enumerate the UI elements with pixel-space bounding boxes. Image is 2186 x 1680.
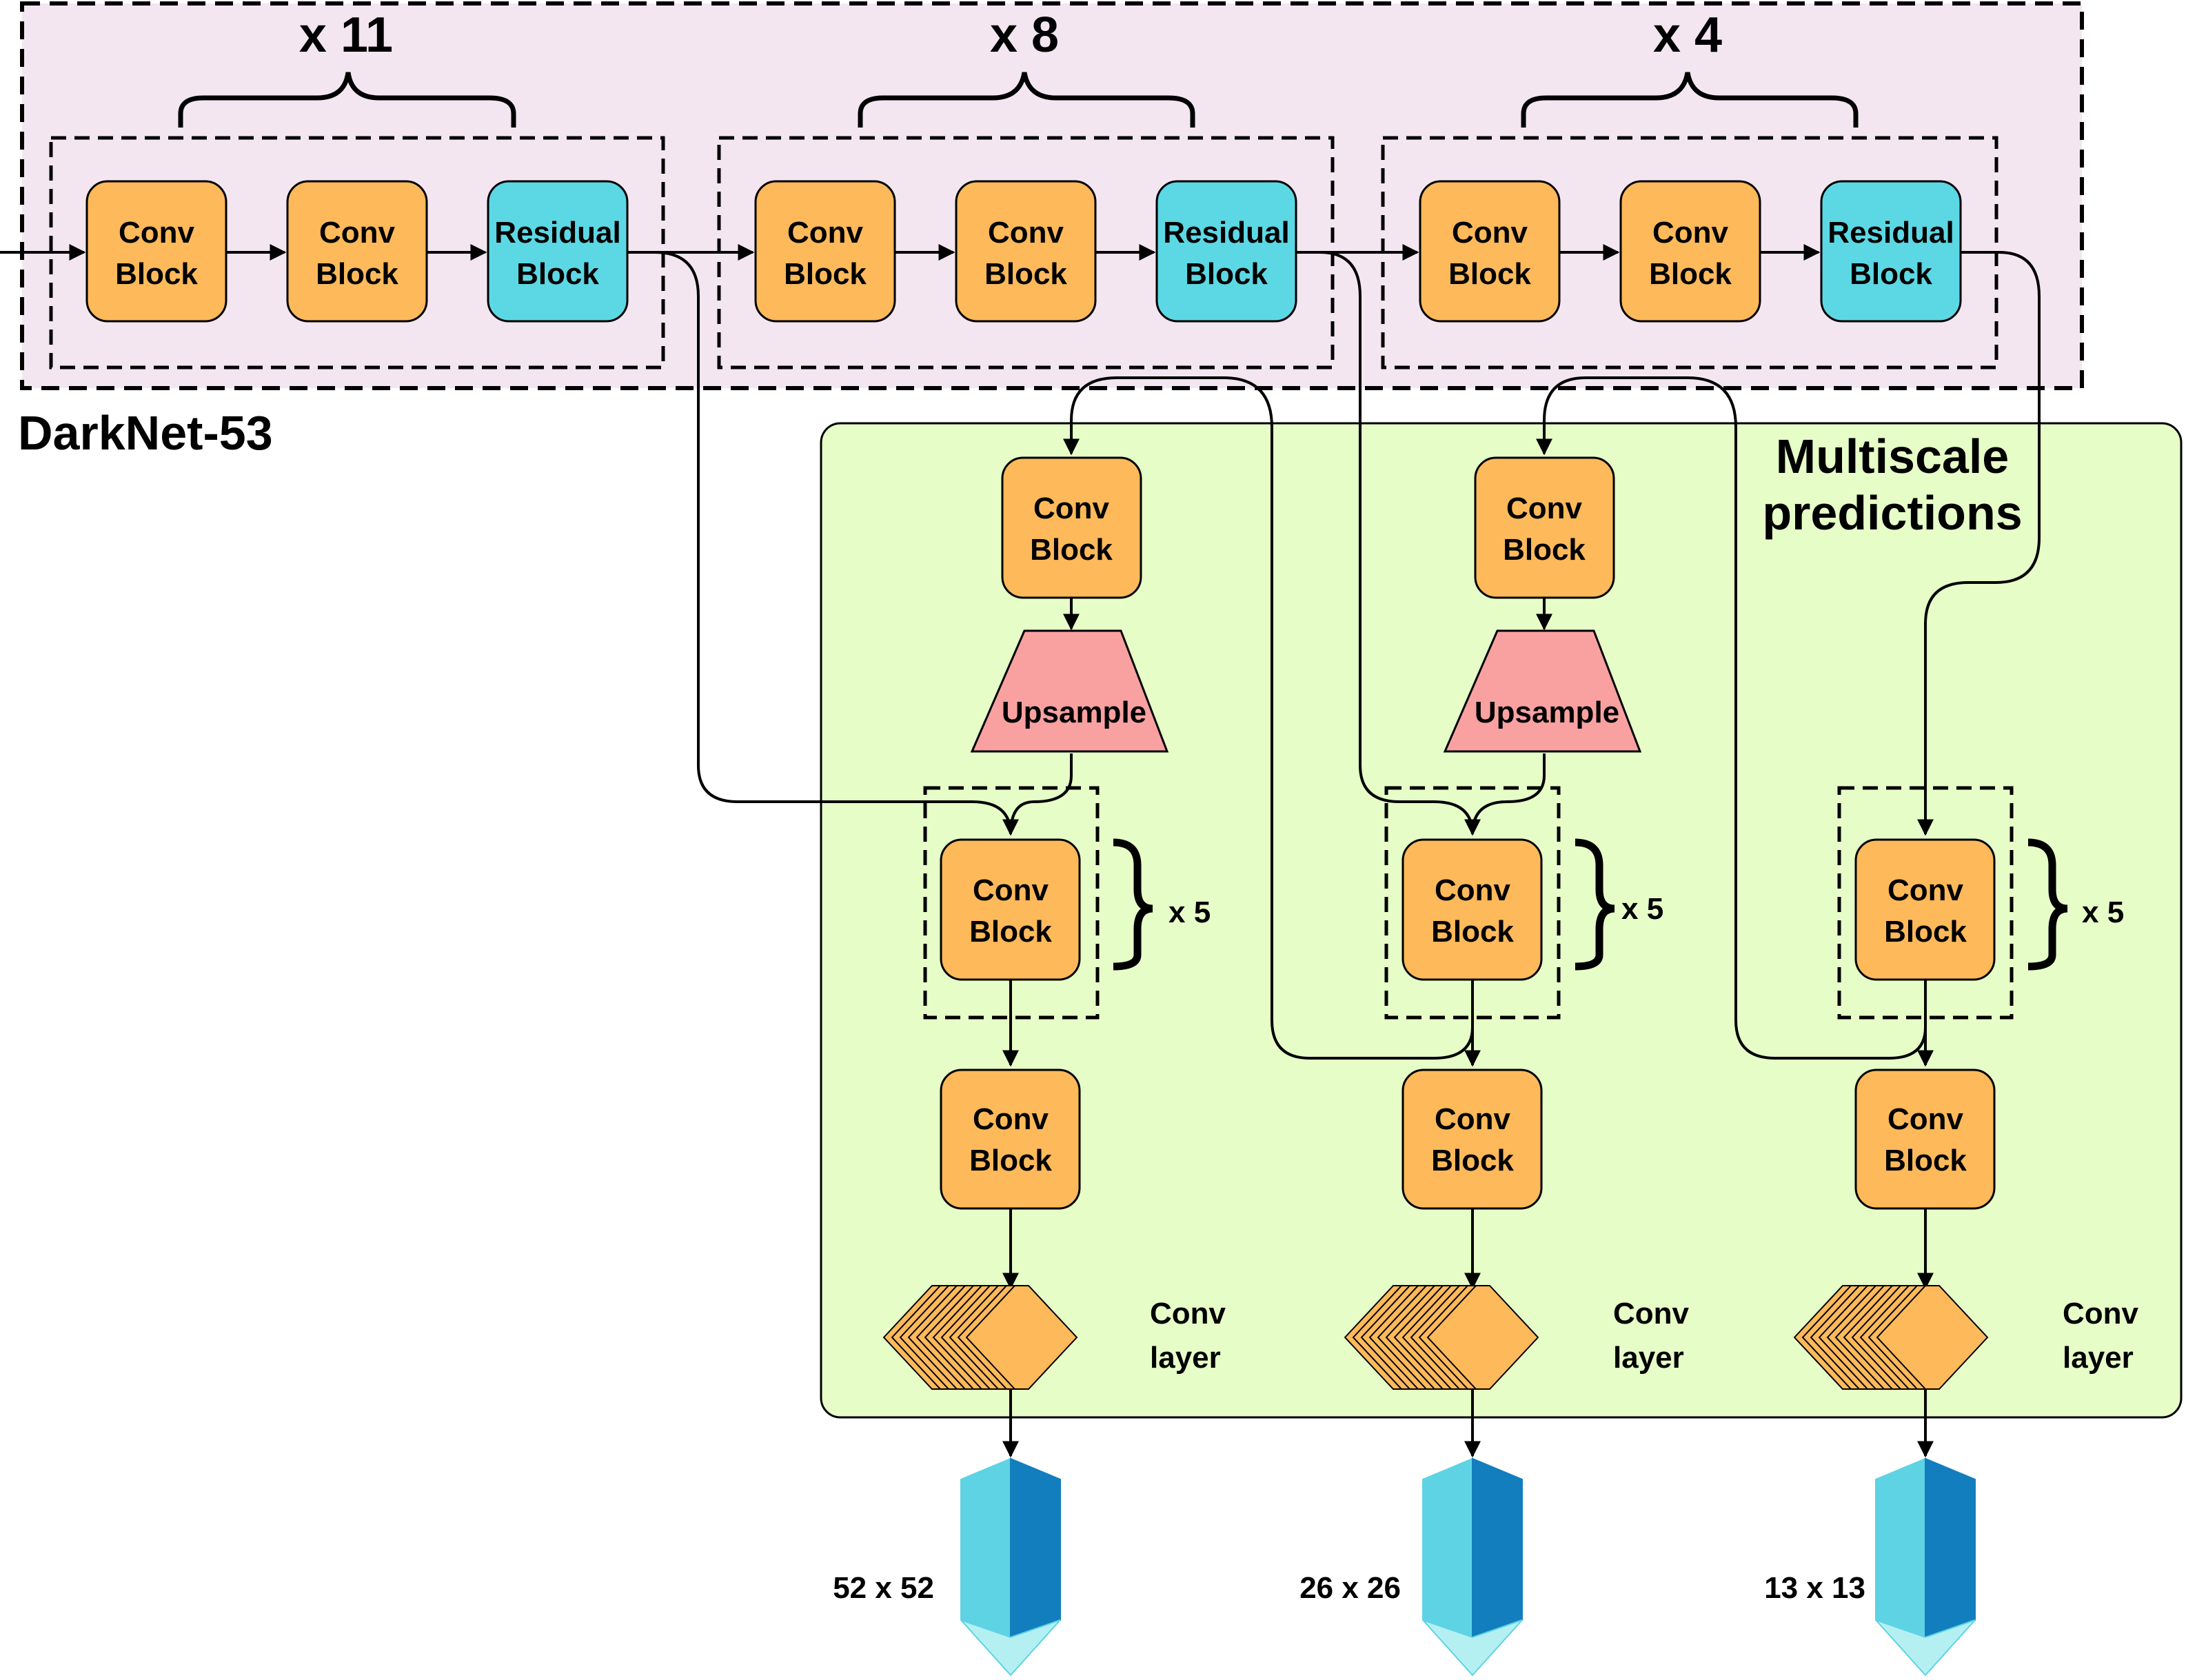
block-label-line1: Conv [1888,1102,1964,1136]
block-label-line2: Block [1884,915,1967,949]
backbone-conv-block [1419,180,1561,323]
upsample-block [1443,629,1642,753]
backbone-residual-block [487,180,629,323]
output-tensor [960,1457,1061,1677]
repeat-brace [1113,838,1153,971]
stage2-brace [858,72,1195,128]
block-label-line1: Conv [973,1102,1049,1136]
block-label-line2: Block [1884,1144,1967,1177]
block-label-line1: Conv [1888,873,1964,907]
conv-layer-label-line1: Conv [1613,1297,1690,1330]
block-label-line2: Block [316,257,398,291]
block-label-line2: Block [115,257,198,291]
head-conv-block [940,1069,1081,1210]
block-label-line1: Conv [1452,216,1528,250]
conv-layer-label-line2: layer [1150,1341,1221,1375]
conv-layer-label-line1: Conv [2063,1297,2139,1330]
block-label-line1: Conv [1506,492,1583,525]
block-label-line1: Conv [319,216,396,250]
block-label-line1: Conv [973,873,1049,907]
upsample-label: Upsample [1475,696,1619,729]
block-label-line2: Block [1850,257,1932,291]
block-label-line1: Residual [1828,216,1954,250]
block-label-line2: Block [1431,1144,1514,1177]
head-title-line1: Multiscale [1776,429,2009,483]
conv-layer-sheet [965,1285,1078,1390]
repeat-group-box [1837,786,2014,1020]
block-label-line2: Block [1030,533,1113,567]
output-size-label: 26 x 26 [1299,1571,1401,1605]
stage2-repeat: x 8 [990,8,1059,63]
repeat-brace [1575,838,1615,971]
head-title-line2: predictions [1762,486,2022,540]
output-size-label: 13 x 13 [1764,1571,1865,1605]
block-label-line2: Block [784,257,867,291]
conv-layer-stack [882,1285,1078,1390]
conv-layer-label-line1: Conv [1150,1297,1226,1330]
block-label-line2: Block [984,257,1067,291]
block-label-line1: Residual [1163,216,1289,250]
backbone-residual-block [1155,180,1297,323]
output-size-label: 52 x 52 [833,1571,934,1605]
stage1-repeat: x 11 [299,8,393,63]
block-label-line1: Conv [1652,216,1729,250]
conv-layer-label-line2: layer [2063,1341,2134,1375]
output-tensor [1422,1457,1523,1677]
repeat-label: x 5 [1168,895,1211,929]
block-label-line1: Residual [494,216,620,250]
head-conv-block [1854,1069,1996,1210]
repeat-group-box [1384,786,1561,1020]
repeat-group-box [923,786,1100,1020]
block-label-line1: Conv [787,216,864,250]
darknet-title: DarkNet-53 [18,406,273,460]
backbone-conv-block [85,180,227,323]
conv-layer-sheet [1876,1285,1989,1390]
connections [0,244,2041,1458]
stage1-brace [178,72,516,128]
backbone-residual-block [1820,180,1962,323]
head-conv-block [1401,1069,1543,1210]
block-label-line2: Block [1649,257,1732,291]
head-conv-block [940,838,1081,981]
backbone-conv-block [754,180,896,323]
head-conv-block [1001,456,1142,599]
conv-layer-stack [1793,1285,1989,1390]
repeat-brace [2027,838,2068,971]
head-conv-block [1854,838,1996,981]
block-label-line2: Block [1503,533,1586,567]
conv-layer-stack [1344,1285,1539,1390]
block-label-line2: Block [1431,915,1514,949]
conv-layer-sheet [1426,1285,1539,1390]
repeat-label: x 5 [1621,892,1663,926]
upsample-block [970,629,1169,753]
block-label-line2: Block [1448,257,1531,291]
stage3-brace [1521,72,1859,128]
backbone-conv-block [955,180,1097,323]
stage3-repeat: x 4 [1653,8,1722,63]
head-conv-block [1474,456,1615,599]
upsample-label: Upsample [1002,696,1146,729]
block-label-line2: Block [969,1144,1052,1177]
output-tensor [1875,1457,1976,1677]
backbone-conv-block [286,180,428,323]
block-label-line1: Conv [988,216,1064,250]
block-label-line1: Conv [1033,492,1110,525]
head-conv-block [1401,838,1543,981]
block-label-line2: Block [1185,257,1268,291]
block-label-line1: Conv [1435,1102,1511,1136]
repeat-label: x 5 [2082,895,2124,929]
block-label-line2: Block [969,915,1052,949]
conv-layer-label-line2: layer [1613,1341,1684,1375]
backbone-conv-block [1619,180,1761,323]
block-label-line1: Conv [119,216,195,250]
block-label-line2: Block [516,257,599,291]
block-label-line1: Conv [1435,873,1511,907]
